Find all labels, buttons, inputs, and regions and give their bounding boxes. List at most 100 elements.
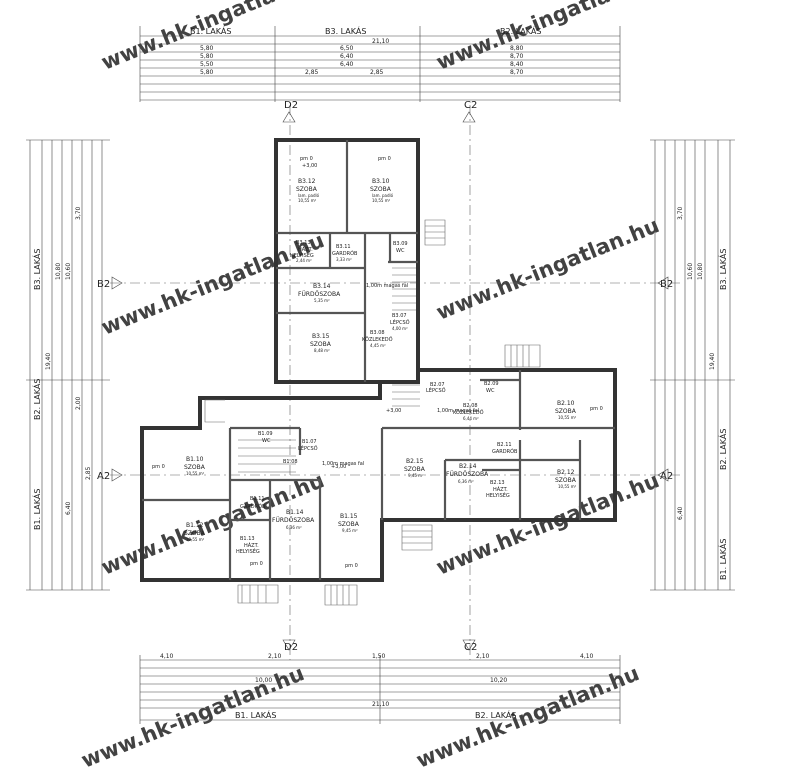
room-id: B2.10 [557,400,575,407]
room-id: B1.15 [340,513,358,520]
dim-top-4c: 2,85 [370,69,384,76]
room-b109: B1.09 WC [258,431,273,444]
apartment-label-b3-right: B3. LAKÁS [717,249,728,290]
apartment-label-b2-right: B2. LAKÁS [717,429,728,470]
dim-bottom-total: 21,10 [372,701,389,708]
dim-top-1c: 8,80 [510,45,524,52]
room-name: WC [486,388,495,394]
room-id: B1.11 [250,496,265,502]
dim-top-4b: 2,85 [305,69,319,76]
left-dimensions: B3. LAKÁS B2. LAKÁS B1. LAKÁS 19,40 10,8… [26,139,110,591]
dim-right-c: 3,70 [677,206,684,220]
room-name: HÁZT. [244,542,259,549]
room-area: 9,45 m² [342,528,358,533]
room-name: FÜRDŐSZOBA [446,471,489,478]
room-id: B1.13 [240,536,255,542]
room-name: SZOBA [555,408,577,415]
room-id: B1.14 [286,509,304,516]
building-walls [140,138,617,582]
room-id: B1.12 [186,522,204,529]
room-b309: B3.09 WC [393,241,408,254]
room-b311: B3.11 GARDRÓB 3,33 m² [332,244,358,262]
room-id: B1.10 [186,456,204,463]
room-name: FÜRDŐSZOBA [272,517,315,524]
dim-bottom-1b: 10,20 [490,677,507,684]
room-name: FÜRDŐSZOBA [298,291,341,298]
axis-label-b2-left: B2 [97,279,110,290]
room-area: 2,44 m² [296,258,312,263]
level-mark: +3,00 [386,408,401,414]
room-id: B3.07 [392,313,407,319]
dim-top-2b: 6,40 [340,53,354,60]
dim-right-total: 19,40 [709,353,716,370]
room-b211: B2.11 GARDRÓB [492,442,518,455]
room-id: B2.14 [459,463,477,470]
dim-left-d: 2,00 [75,396,82,410]
room-name: WC [396,248,405,254]
watermark-text: www.hk-ingatlan.hu [98,228,328,339]
dim-top-1a: 5,80 [200,45,214,52]
room-area: 3,33 m² [336,257,352,262]
apartment-label-b2-left: B2. LAKÁS [31,379,42,420]
room-b212: B2.12 SZOBA 10,55 m² [555,469,577,489]
apartment-label-b1-top: B1. LAKÁS [190,25,231,36]
room-b215: B2.15 SZOBA 9,45 m² [404,458,426,478]
apartment-label-b3-left: B3. LAKÁS [31,249,42,290]
right-dimensions: B3. LAKÁS B2. LAKÁS B1. LAKÁS 19,40 10,8… [650,139,735,591]
room-b308: B3.08 KÖZLEKEDŐ 4,45 m² [362,330,393,348]
room-name: SZOBA [184,530,206,537]
dim-bottom-2d: 2,10 [476,653,490,660]
room-area: 5,35 m² [314,298,330,303]
room-area: 6,36 m² [286,525,302,530]
room-area: 10,55 m² [372,198,391,203]
room-area: 6,44 m² [463,416,479,421]
room-name-2: HELYISÉG [236,547,260,555]
level-mark-pm: pm 0 [152,464,165,470]
room-b307: B3.07 LÉPCSŐ 4,00 m² [390,313,410,331]
dim-bottom-1a: 10,00 [255,677,272,684]
dim-left-b: 10,60 [65,263,72,280]
dim-top-2c: 8,70 [510,53,524,60]
height-note: 1,00m magas fal [366,283,408,289]
room-b209: B2.09 WC [484,381,499,394]
axis-label-d2-bottom: D2 [284,642,298,653]
room-name: SZOBA [404,466,426,473]
dim-left-a: 10,80 [55,263,62,280]
room-area: 10,55 m² [558,415,577,420]
room-name: HÁZT. [493,486,508,493]
room-id: B1.08 [283,459,298,465]
watermark-text: www.hk-ingatlan.hu [433,0,663,75]
dim-right-a: 10,80 [697,263,704,280]
room-id: B3.12 [298,178,316,185]
room-b213: B2.13 HÁZT. HELYISÉG [486,480,510,499]
room-name: SZOBA [310,341,332,348]
dim-left-total: 19,40 [45,353,52,370]
level-mark-pm: pm 0 [300,156,313,162]
apartment-label-b1-right: B1. LAKÁS [717,539,728,580]
dim-left-c: 3,70 [75,206,82,220]
room-b111: B1.11 GARDRÓB [240,496,266,510]
room-name-2: HELYISÉG [486,491,510,499]
room-floor: lam. padló [298,193,320,198]
room-b313: B3.13 HÁZT. HELYISÉG 2,44 m² [290,240,314,263]
level-mark-pm: pm 0 [250,561,263,567]
room-name: GARDRÓB [240,503,266,510]
room-name: GARDRÓB [492,448,518,455]
dim-left-f: 2,85 [85,466,92,480]
room-area: 4,00 m² [392,326,408,331]
room-b310: B3.10 SZOBA lam. padló 10,55 m² [370,178,394,203]
room-b214: B2.14 FÜRDŐSZOBA 6,36 m² [446,463,489,484]
dim-top-2a: 5,80 [200,53,214,60]
room-b108: B1.08 [283,459,298,465]
room-id: B1.07 [302,439,317,445]
room-id: B3.15 [312,333,330,340]
room-area: 6,36 m² [458,479,474,484]
room-id: B2.13 [490,480,505,486]
room-area: 10,55 m² [558,484,577,489]
dim-top-total: 21,10 [372,38,389,45]
room-b113: B1.13 HÁZT. HELYISÉG [236,536,260,555]
height-note: 1,00m magas fal [322,461,364,467]
room-name: LÉPCSŐ [298,444,318,452]
room-id: B3.09 [393,241,408,247]
room-name: GARDRÓB [332,250,358,257]
